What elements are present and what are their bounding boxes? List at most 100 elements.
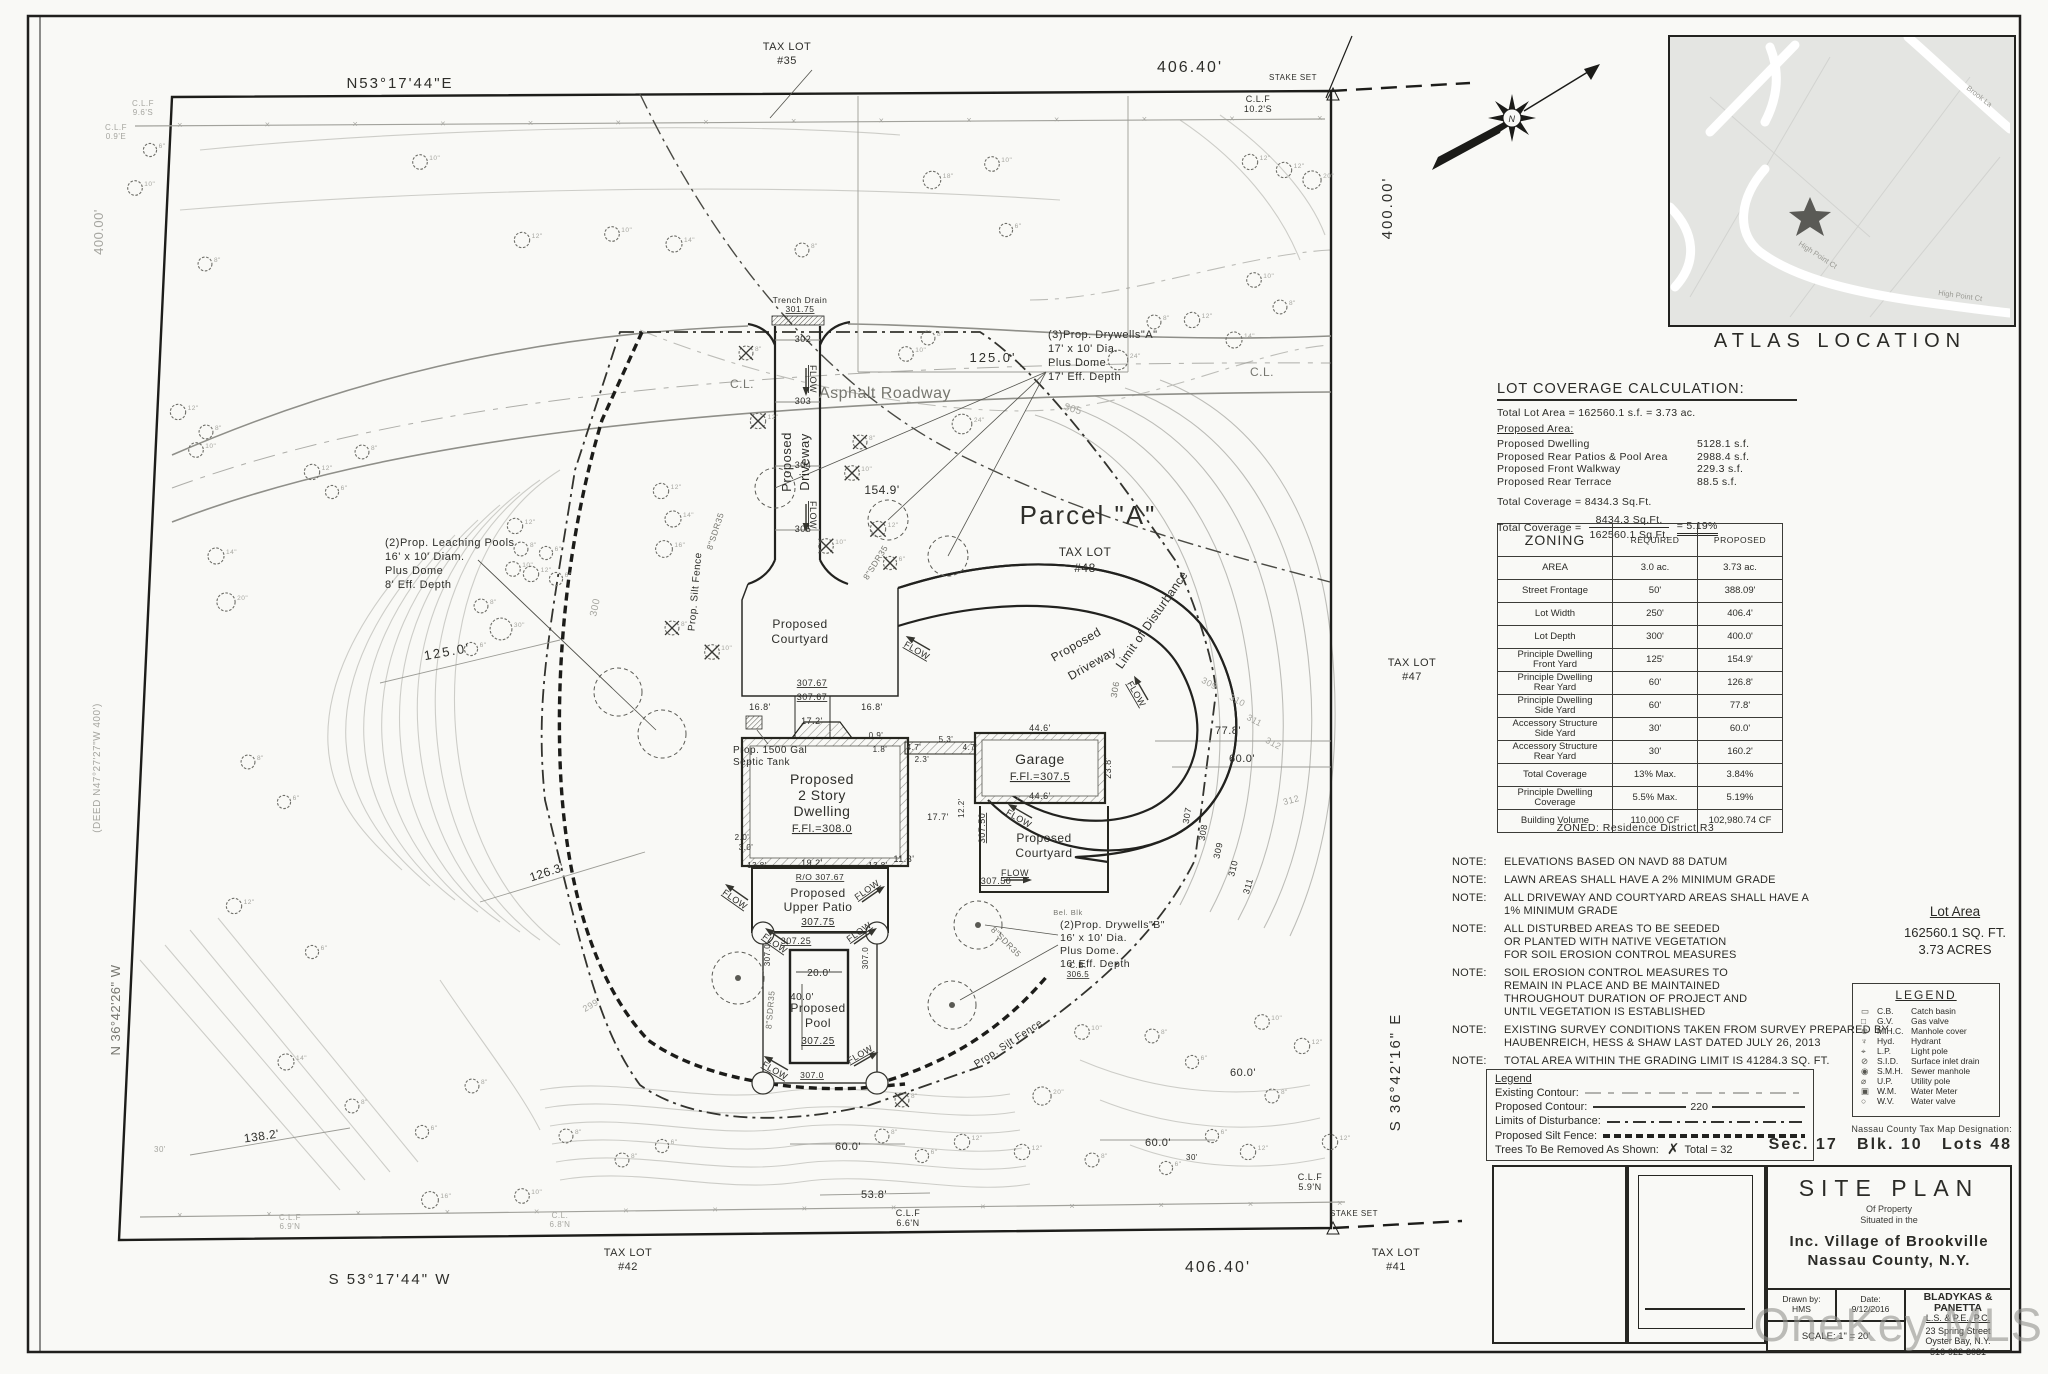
plan-label: #42 [618,1261,638,1273]
plan-label: 311 [1245,712,1264,728]
tree-icon: 14" [277,1053,307,1071]
plan-label: 0.9'E [106,132,126,141]
limits-of-disturbance [540,331,1217,1119]
plan-label: C.L.F [1246,94,1271,104]
plan-label: F.Fl.=308.0 [792,823,852,835]
tree-icon: 6" [998,222,1021,238]
plan-label: 138.2' [243,1127,280,1146]
svg-text:10": 10" [721,645,732,652]
fence-x-marks: ×××××××××××××××××××××××××××× [177,113,1342,1220]
svg-text:×: × [528,118,534,128]
tree-icon: 10" [412,154,440,170]
svg-text:8": 8" [530,542,537,549]
zoning-cell: 30' [1612,740,1698,764]
plan-label: 154.9' [864,483,899,497]
tree-icon: 12" [1013,1143,1042,1161]
tree-icon: 12" [513,231,542,249]
plan-label: R/O 307.67 [796,872,844,882]
plan-label: 12.2' [957,798,966,818]
zoning-cell: Accessory Structure Rear Yard [1497,740,1613,764]
plan-label: 44.6' [1029,723,1051,733]
plan-label: 2.3' [915,755,930,764]
svg-text:20": 20" [237,595,248,602]
firm-phone: 516-922-3031 [1929,1346,1987,1357]
tree-icon: 8" [1264,1088,1288,1104]
plan-label: 53.8' [861,1189,887,1201]
plan-label: 307.0 [800,1070,824,1080]
water-valve-icon: ○ [1861,1096,1867,1106]
note-item: NOTE:LAWN AREAS SHALL HAVE A 2% MINIMUM … [1452,874,1776,886]
plan-label: 126.3' [528,860,566,884]
tree-icon: 6" [463,641,486,657]
svg-text:8": 8" [215,425,222,432]
plan-label: (DEED N47°27'27"W 400') [92,703,103,833]
svg-text:×: × [1159,1200,1165,1210]
flow-arrow: FLOW [853,878,885,903]
tree-icon: 8" [1084,1152,1108,1168]
plan-label: #41 [1386,1261,1406,1273]
svg-text:10": 10" [205,443,216,450]
plan-label: C.L. [552,1211,569,1220]
zoning-cell: 50' [1612,579,1698,603]
tree-icon: 16" [421,1191,451,1209]
tree-icon: 6" [1158,1160,1181,1176]
date-label: Date: [1860,1294,1881,1304]
tree-icon: 24" [1107,349,1141,371]
svg-text:10": 10" [1001,157,1012,164]
tree-icon: 24" [951,413,985,435]
flow-arrow: FLOW [1001,868,1032,884]
svg-text:12": 12" [1258,1145,1269,1152]
tree-icon: 6" [304,944,327,960]
plan-label: Plus Dome. [1060,945,1119,957]
svg-text:14": 14" [683,512,694,519]
svg-text:10": 10" [1091,1025,1102,1032]
plan-label: 16' x 10' Dia. [1060,932,1127,944]
plan-label: 308 [1197,823,1210,841]
plan-label: 8"SDR35 [763,990,776,1029]
plan-label: 5.3' [939,735,954,744]
svg-text:8": 8" [371,445,378,452]
svg-text:×: × [177,1210,183,1220]
asphalt-roadway [171,323,1332,523]
plan-label: 310 [1228,692,1247,709]
tree-icon: 12" [522,565,551,583]
svg-text:×: × [791,116,797,126]
svg-text:8": 8" [214,257,221,264]
plan-label: Pool [805,1016,831,1030]
svg-text:20": 20" [1053,1089,1064,1096]
tree-icon: 14" [664,510,694,528]
municipality: Inc. Village of Brookville [1789,1233,1989,1250]
svg-text:12": 12" [1312,1039,1323,1046]
plan-label: 301.75 [786,304,815,314]
firm-address2: Oyster Bay, N.Y. [1925,1336,1991,1346]
plan-label: 406.40' [1185,1259,1251,1276]
svg-text:14": 14" [296,1055,307,1062]
firm-address1: 23 Spring Street [1925,1325,1991,1336]
svg-text:12": 12" [671,484,682,491]
legend-item: ◉S.M.H.Sewer manhole [1861,1066,1971,1076]
tree-icon: 10" [984,156,1012,172]
tree-icon: 8" [198,424,222,440]
plan-label: 305 [1062,402,1083,418]
svg-text:8": 8" [481,1079,488,1086]
svg-text:8": 8" [361,1099,368,1106]
tree-icon: 12" [225,897,254,915]
tree-icon: 20" [1302,170,1334,190]
plan-label: 60.0' [1230,1067,1256,1079]
zoning-cell: Principle Dwelling Rear Yard [1497,671,1613,695]
tax-map-designation: Nassau County Tax Map Designation: Sec. … [1640,1124,2012,1154]
tree-icon: 6" [914,1148,937,1164]
plan-label: 17.2' [801,716,823,726]
zoning-cell: 102,980.74 CF [1697,809,1783,833]
svg-text:8": 8" [811,243,818,250]
flow-arrow: FLOW [1125,675,1149,709]
plan-label: 3.0' [739,843,754,852]
svg-text:×: × [534,1206,540,1216]
firm-designation: L.S. & P.E., P.C. [1925,1313,1991,1323]
zoning-cell: AREA [1497,556,1613,580]
plan-label: 60.0' [1229,753,1255,765]
plan-label: (3)Prop. Drywells"A" [1048,329,1158,341]
